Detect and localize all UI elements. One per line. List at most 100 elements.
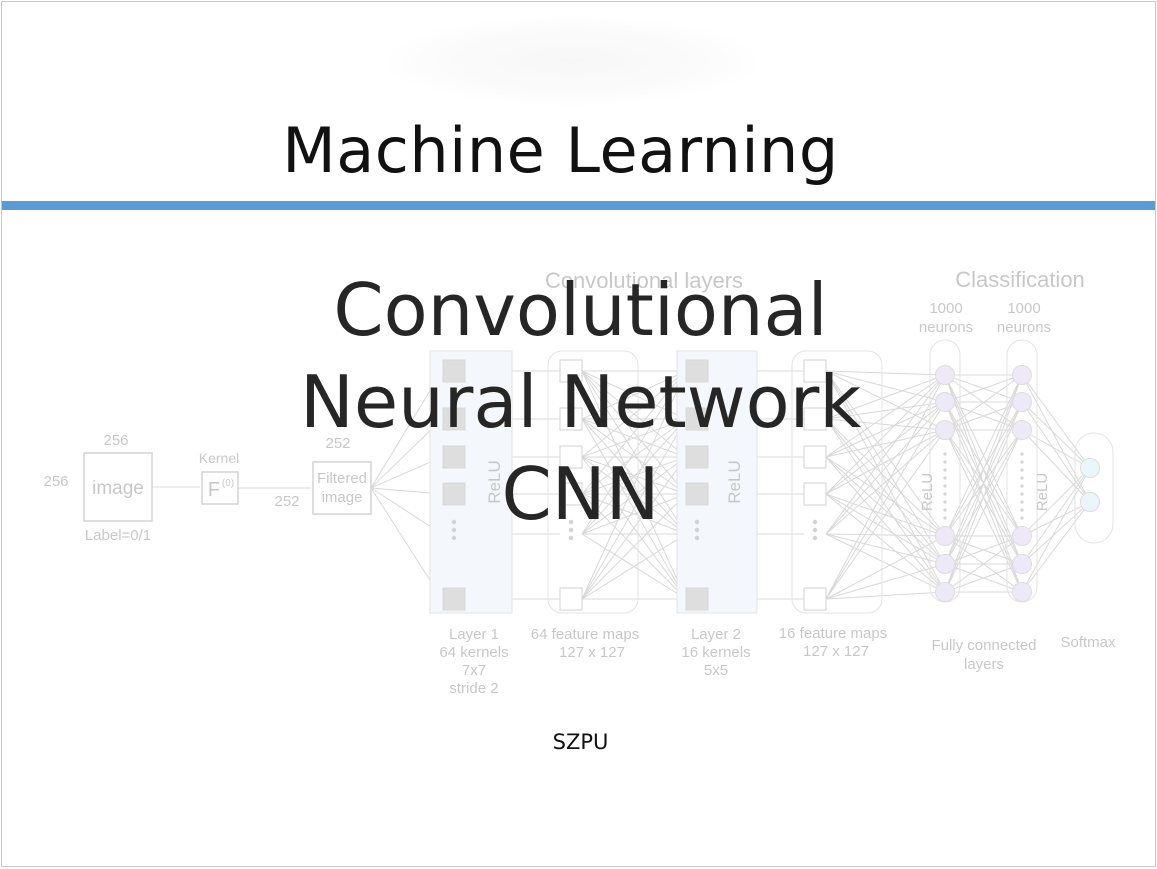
neuron-node [935,554,955,574]
connection-line [1021,467,1091,537]
feature-map-square [559,445,583,469]
input-image-box [83,452,153,522]
ellipsis-dot [694,519,700,525]
connection-line [825,533,946,537]
connection-line [581,370,687,600]
connection-line [1021,501,1091,593]
connection-line [1021,501,1091,565]
connection-line [581,370,687,420]
connection-line [825,456,946,593]
neurons-b-label: neurons [997,319,1051,336]
connection-line [825,374,946,600]
kernel-symbol: F [208,479,220,501]
softmax-node [1080,458,1100,478]
connection-line [581,456,687,600]
connection-line [581,456,687,535]
feature-map-square [803,407,827,431]
main-title-line-1: Convolutional [333,268,828,352]
feature-map-square [685,359,709,383]
ellipsis-dot [451,535,457,541]
connection-line [825,401,946,458]
connection-line [1021,401,1091,469]
connection-line [944,429,1023,593]
connection-line [581,456,687,600]
connection-line [944,401,1023,593]
feature-map-square [559,482,583,506]
connection-line [581,456,687,495]
neuron-node [1012,420,1032,440]
connection-line [825,401,946,495]
ellipsis-dot [943,460,947,464]
connection-line [1021,374,1091,469]
connection-line [825,370,946,565]
feature-map-square [685,482,709,506]
ellipsis-dot [1020,500,1024,504]
layer1-panel [429,350,513,614]
connection-line [944,535,1023,565]
feature-map-square [803,587,827,611]
softmax-caption: Softmax [1060,634,1116,651]
ellipsis-dot [943,484,947,488]
feature-map-square [803,359,827,383]
connection-line [825,535,946,600]
feature-map-square [685,407,709,431]
connection-line [581,370,687,495]
neuron-node [1012,554,1032,574]
header-title: Machine Learning [282,114,839,187]
connection-line [370,487,443,600]
connection-line [581,418,687,495]
layer2-panel [676,350,758,614]
ellipsis-dot [812,527,818,533]
ellipsis-dot [812,519,818,525]
maps2-caption-2: 127 x 127 [803,643,869,660]
connection-line [825,429,946,600]
connection-line [944,401,1023,565]
connection-line [1021,467,1091,593]
ellipsis-dot [568,527,574,533]
connection-line [581,493,687,535]
ellipsis-dot [943,476,947,480]
connection-line [1021,429,1091,469]
connection-line [581,418,687,600]
connection-line [1021,374,1091,503]
connection-line [825,533,946,593]
connection-line [944,374,1023,431]
subtitle: SZPU [552,730,609,754]
connection-line [944,401,1023,431]
ellipsis-dot [943,508,947,512]
fc-caption-1: Fully connected [931,637,1036,654]
feature-map-square [559,359,583,383]
layer2-caption-1: Layer 2 [691,626,741,643]
neuron-node [935,392,955,412]
connection-line [944,374,1023,565]
input-image-caption: Label=0/1 [85,527,151,544]
layer2-relu: ReLU [725,460,744,503]
connection-line [825,429,946,495]
filtered-label-2: image [322,489,363,506]
connection-line [944,429,1023,537]
connection-line [581,418,687,535]
connection-line [581,370,687,458]
connection-line [944,535,1023,593]
filtered-label-1: Filtered [317,470,367,487]
layer2-caption-3: 5x5 [704,662,728,679]
connection-line [1021,467,1091,565]
input-size-left: 256 [43,473,68,490]
ellipsis-dot [568,519,574,525]
connection-line [825,493,946,593]
maps1-caption-2: 127 x 127 [559,644,625,661]
connection-line [944,374,1023,403]
connection-line [944,374,1023,565]
ellipsis-dot [943,452,947,456]
connection-line [581,456,687,535]
connection-line [825,418,946,537]
connection-line [825,370,946,593]
neuron-node [935,365,955,385]
connection-line [944,429,1023,537]
connection-line [944,535,1023,593]
maps1-frame [547,350,639,614]
connection-line [581,493,687,600]
connection-line [581,456,687,495]
connection-line [944,401,1023,537]
